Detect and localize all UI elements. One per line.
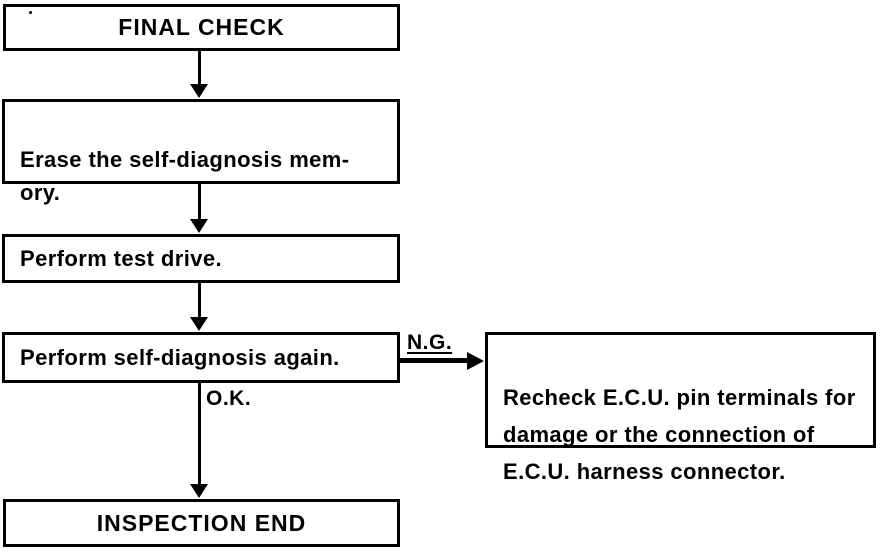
arrow-line-3 [198,283,201,318]
node-erase-memory: Erase the self-diagnosis mem- ory. [2,99,400,205]
arrow-right-icon-ng [467,352,484,370]
arrow-down-icon-2 [190,219,208,233]
node-self-diagnosis-again-label: Perform self-diagnosis again. [20,344,340,370]
arrow-line-2 [198,184,201,220]
node-recheck-ecu: Recheck E.C.U. pin terminals for damage … [485,332,876,484]
node-inspection-end: INSPECTION END [3,499,400,547]
node-final-check-label: FINAL CHECK [118,14,285,40]
scan-artifact-dot [29,11,32,14]
arrow-line-1 [198,51,201,85]
node-erase-memory-label: Erase the self-diagnosis mem- ory. [20,147,350,205]
ok-arrow-line [198,383,201,485]
ng-arrow-line [400,358,468,363]
node-final-check: FINAL CHECK [3,4,400,51]
arrow-down-icon-4 [190,484,208,498]
node-self-diagnosis-again: Perform self-diagnosis again. [2,332,400,383]
edge-label-ng: N.G. [407,331,453,354]
node-test-drive-label: Perform test drive. [20,245,223,271]
edge-label-ok: O.K. [206,387,252,410]
arrow-down-icon-3 [190,317,208,331]
node-test-drive: Perform test drive. [2,234,400,283]
node-inspection-end-label: INSPECTION END [96,509,307,536]
arrow-down-icon-1 [190,84,208,98]
node-recheck-ecu-label: Recheck E.C.U. pin terminals for damage … [503,385,856,484]
